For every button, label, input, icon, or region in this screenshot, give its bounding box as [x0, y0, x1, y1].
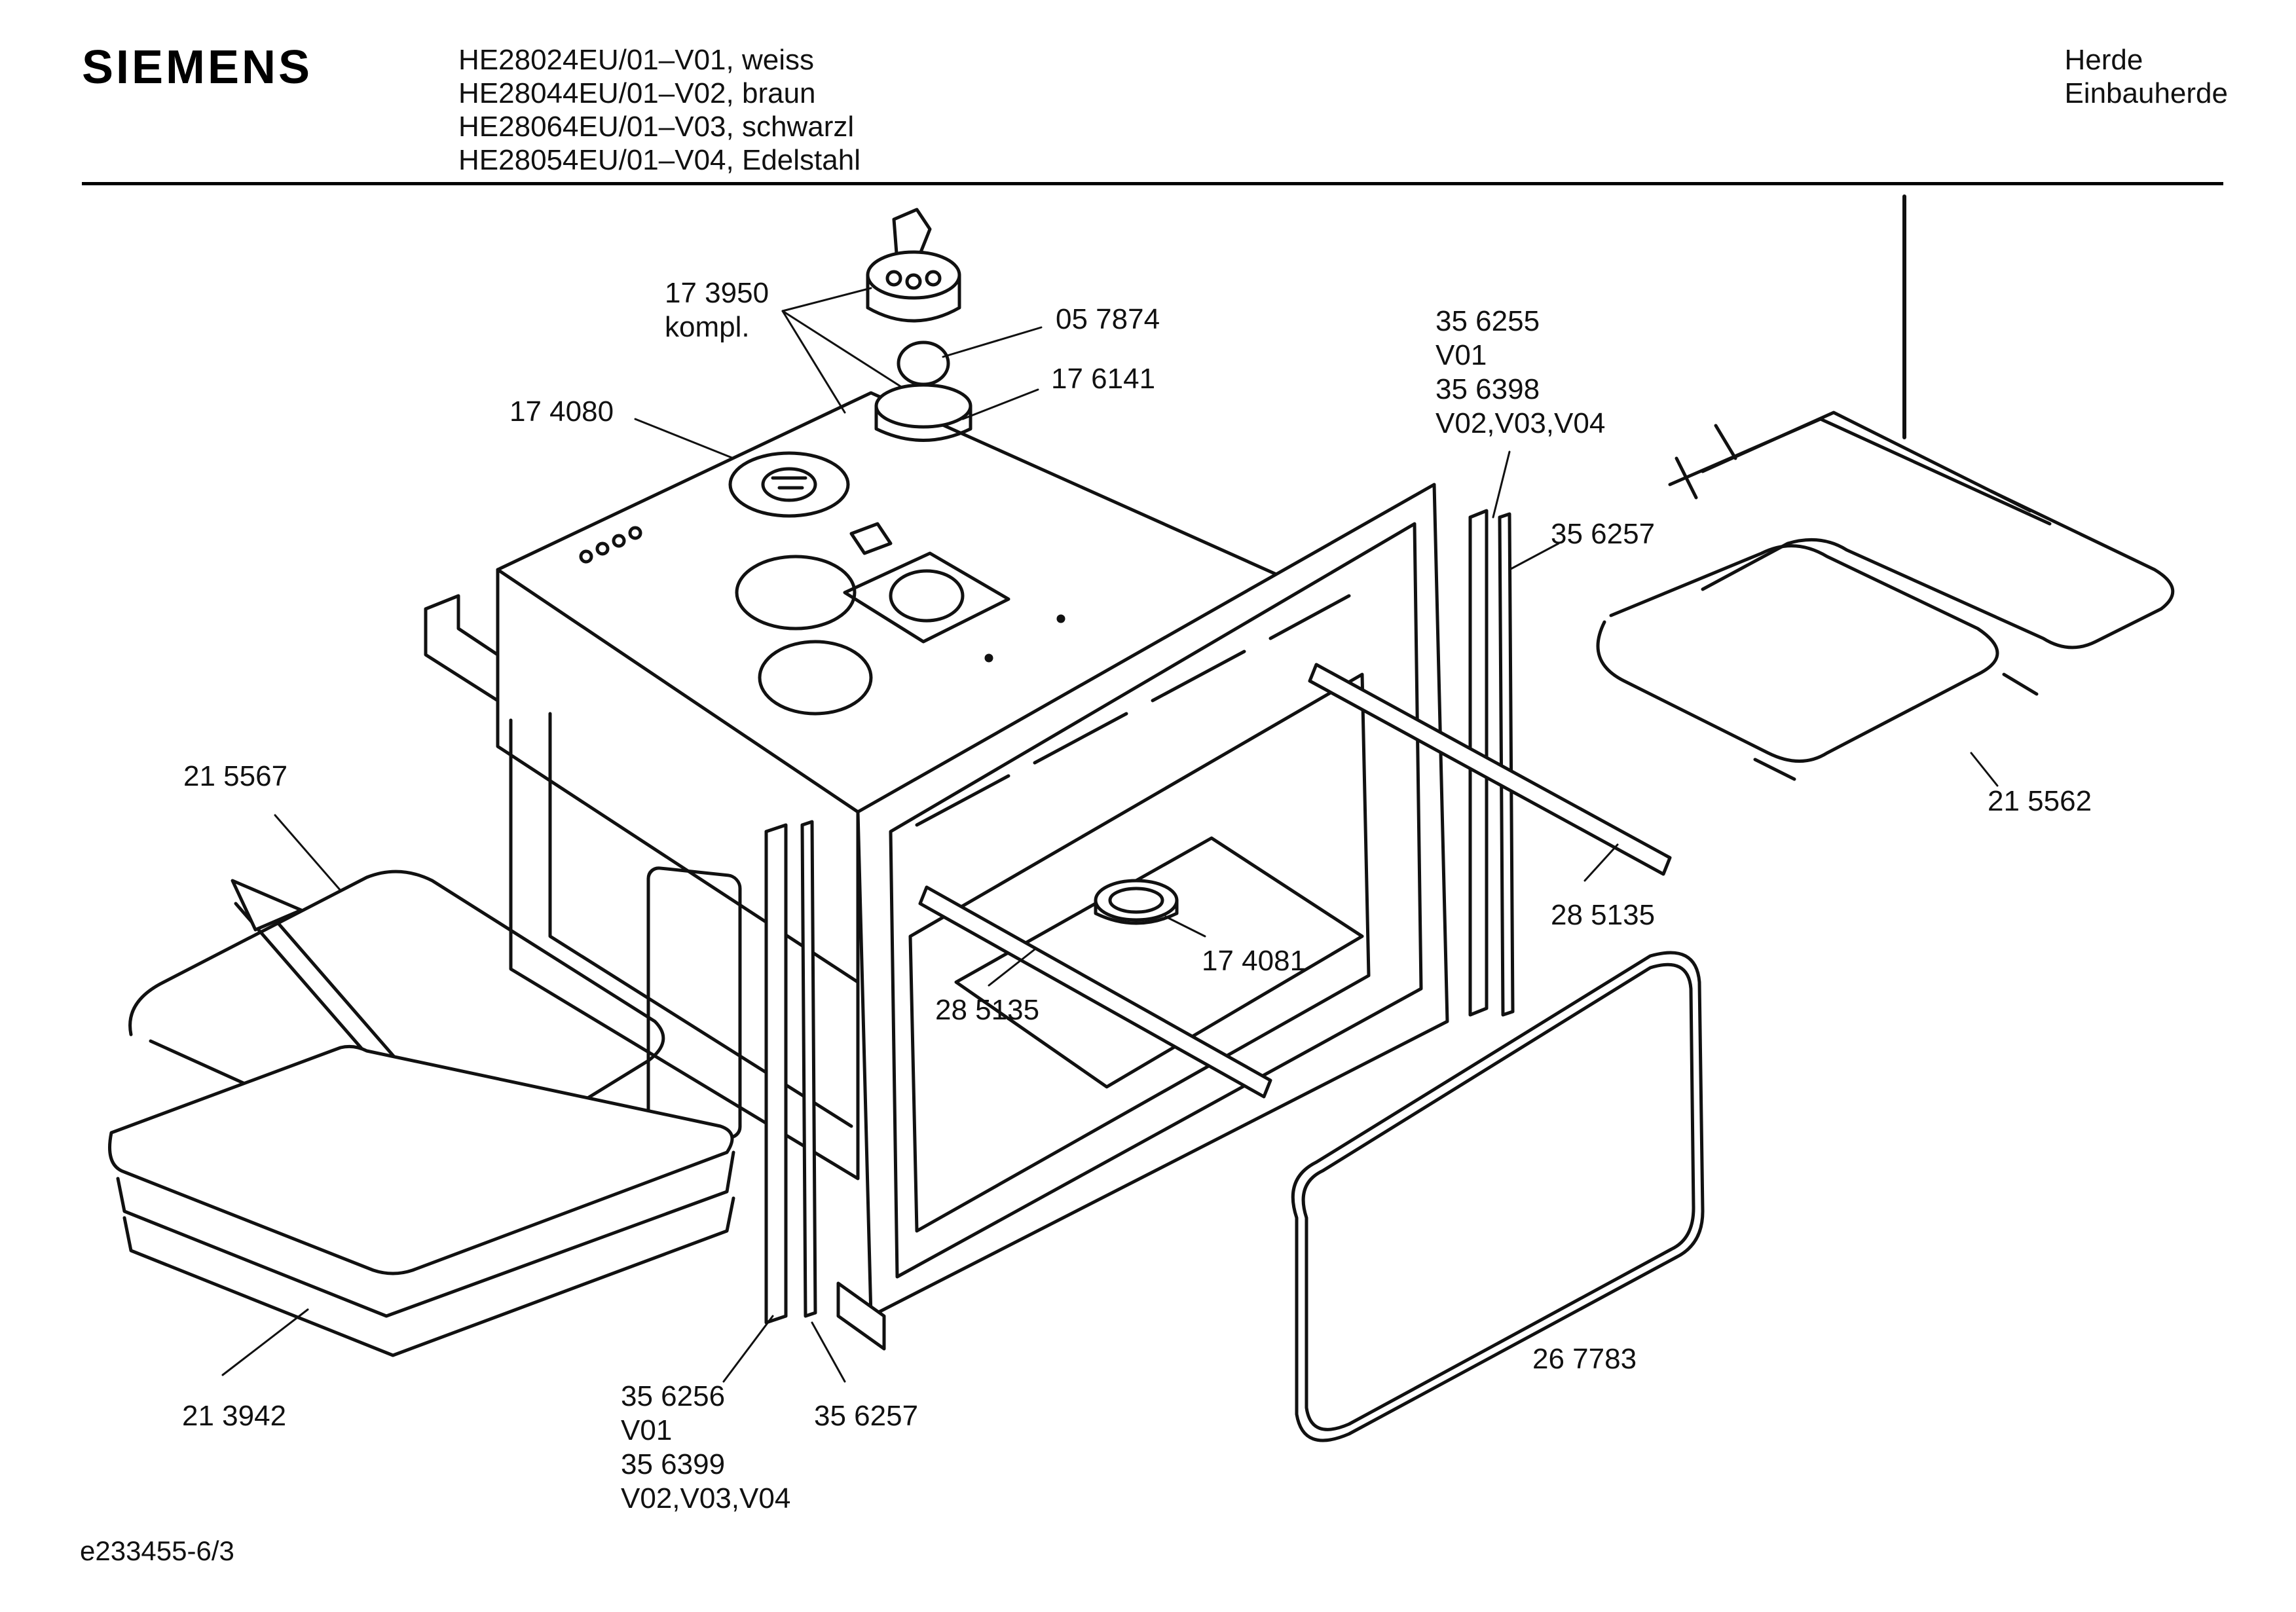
- part-label-174081: 17 4081: [1202, 945, 1306, 977]
- door-seal: [1291, 951, 1705, 1442]
- header-divider: [82, 182, 2223, 185]
- brand-logo: SIEMENS: [82, 41, 313, 94]
- part-label-215562: 21 5562: [1988, 785, 2092, 817]
- drawing-id: e233455-6/3: [80, 1535, 234, 1566]
- part-label-267783: 26 7783: [1532, 1343, 1637, 1375]
- temperature-knob-assembly: [866, 208, 972, 442]
- part-label-176141: 17 6141: [1051, 363, 1156, 395]
- part-label-173950: 17 3950 kompl.: [665, 277, 769, 343]
- fan-grille: [1094, 879, 1179, 925]
- part-label-356255: 35 6255 V01 35 6398 V02,V03,V04: [1435, 305, 1606, 439]
- side-rails: [764, 509, 1515, 1325]
- part-label-215567: 21 5567: [183, 760, 288, 792]
- part-label-174080: 17 4080: [509, 395, 614, 428]
- part-label-213942: 21 3942: [182, 1400, 287, 1432]
- model-line: HE28064EU/01–V03, schwarzl: [458, 111, 855, 143]
- part-label-356257-top: 35 6257: [1551, 518, 1656, 550]
- part-label-285135-left: 28 5135: [935, 994, 1040, 1026]
- leader-lines: [221, 287, 1999, 1383]
- model-line: HE28044EU/01–V02, braun: [458, 77, 816, 109]
- category-block: Herde Einbauherde: [2064, 43, 2228, 110]
- baking-trays: [108, 1044, 735, 1357]
- category-line: Einbauherde: [2064, 77, 2228, 109]
- top-heating-element: [1596, 411, 2175, 781]
- mount-plate: [728, 451, 850, 518]
- category-line: Herde: [2064, 44, 2143, 76]
- runner-right: [1308, 663, 1672, 876]
- part-label-057874: 05 7874: [1056, 303, 1160, 335]
- part-label-356257-bottom: 35 6257: [814, 1400, 919, 1432]
- part-label-356256: 35 6256 V01 35 6399 V02,V03,V04: [621, 1380, 791, 1514]
- part-label-285135-right: 28 5135: [1551, 899, 1656, 931]
- model-line: HE28024EU/01–V01, weiss: [458, 44, 814, 76]
- model-line: HE28054EU/01–V04, Edelstahl: [458, 144, 861, 176]
- model-list: HE28024EU/01–V01, weiss HE28044EU/01–V02…: [458, 43, 861, 177]
- runner-left: [918, 885, 1272, 1099]
